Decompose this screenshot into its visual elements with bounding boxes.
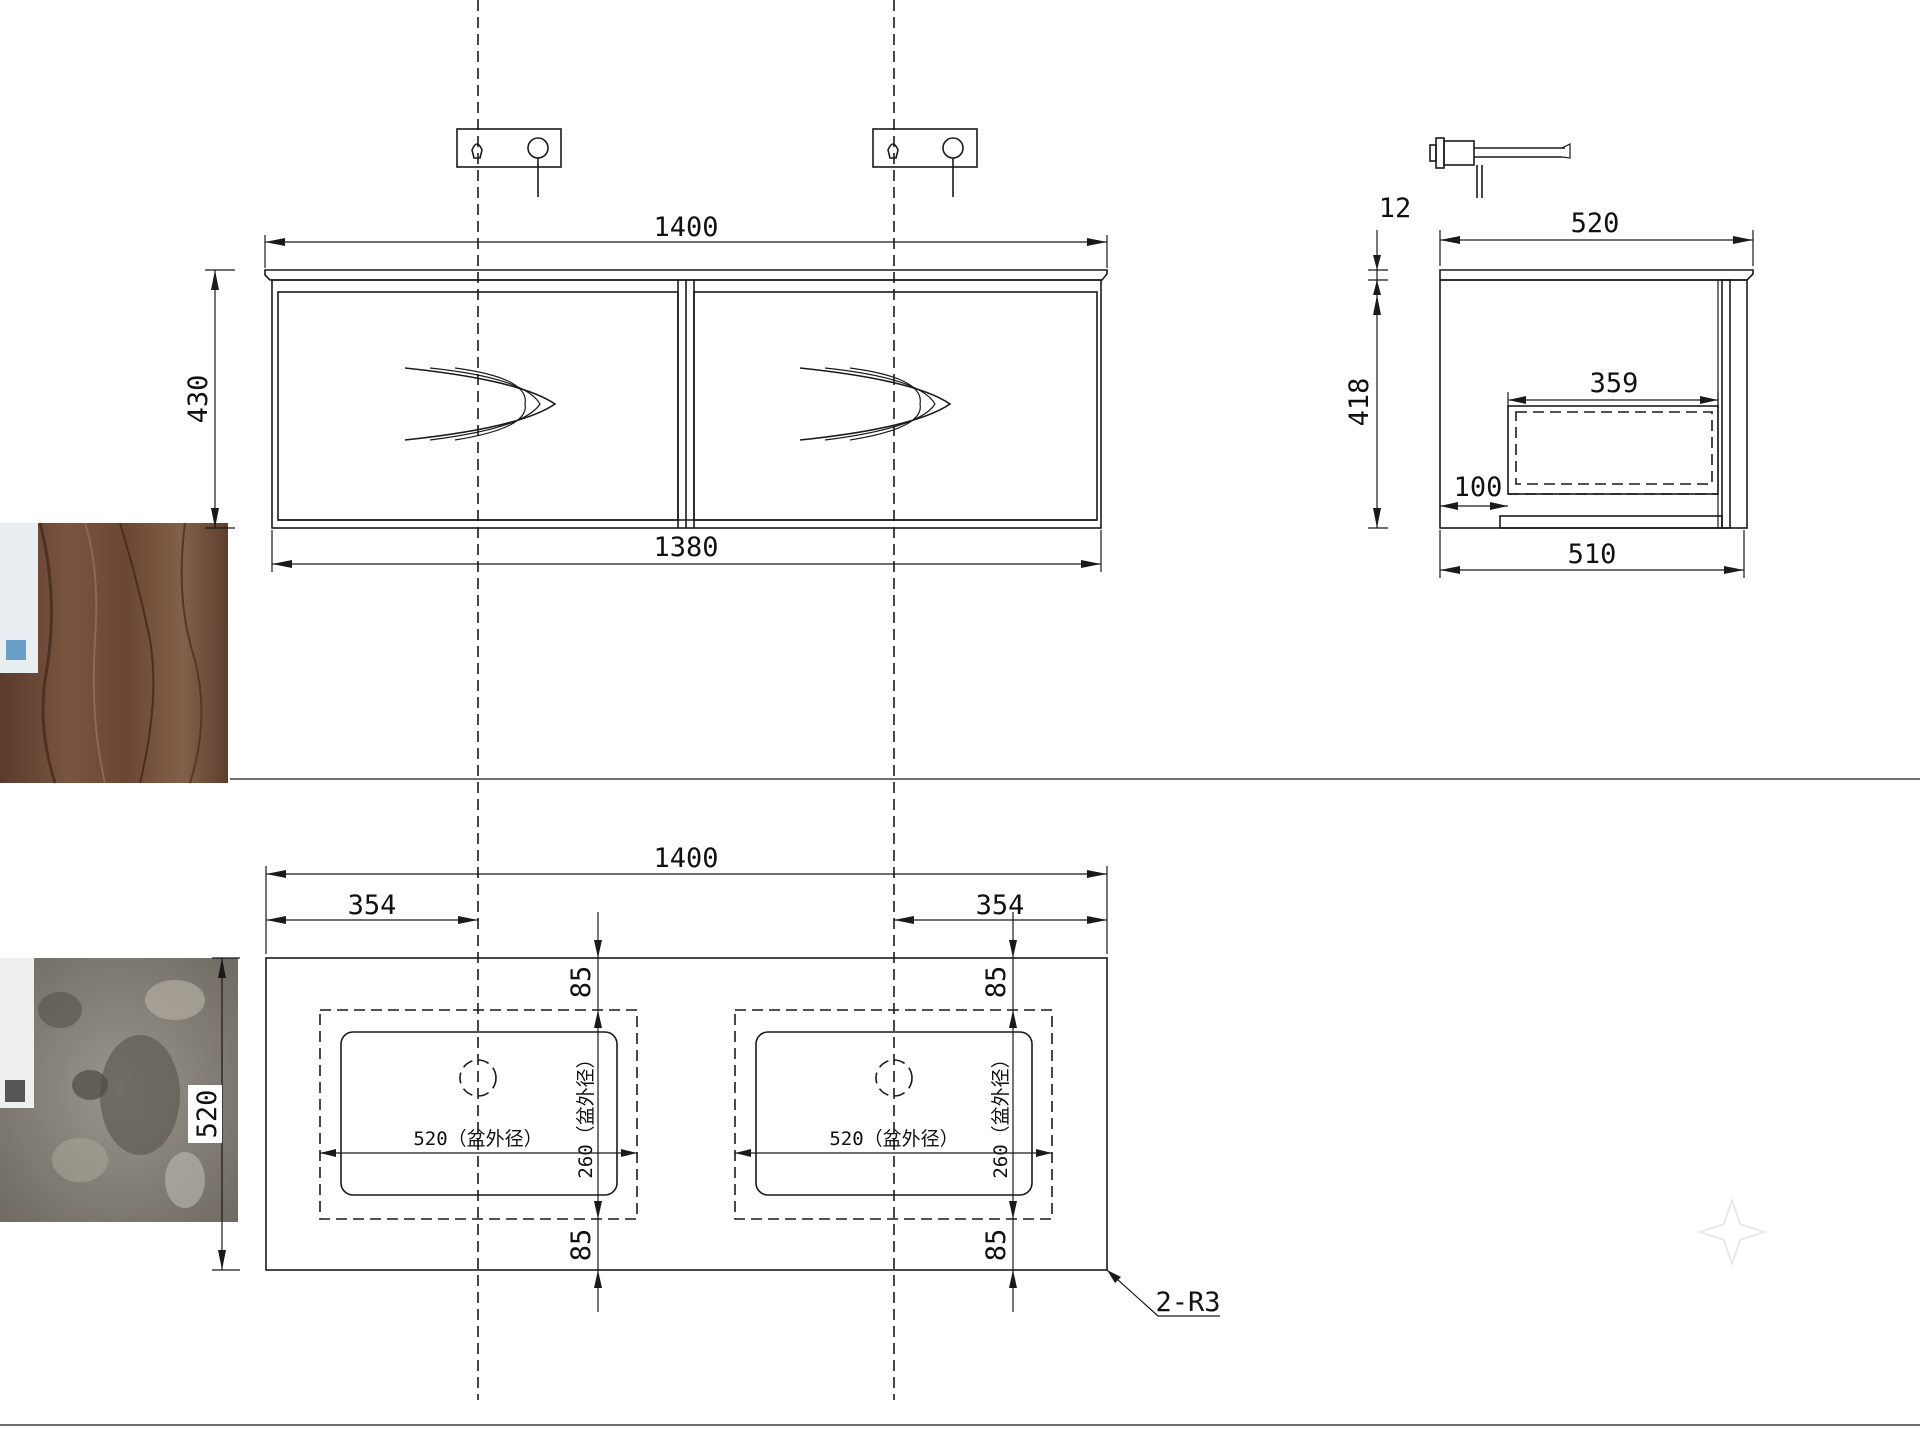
wood-material-swatch [0,522,228,784]
dim-side-height: 418 [1344,280,1388,529]
dim-side-depth-cabinet: 510 [1439,530,1745,578]
dim-plan-margin-left-basin: 85 85 260（盆外径） [566,912,602,1312]
sparkle-icon [1697,1197,1767,1267]
front-height-label: 430 [183,375,214,424]
side-depth-top-label: 520 [1571,208,1620,239]
dim-plan-margin-right-basin: 85 85 260（盆外径） [981,912,1017,1312]
drawer-box-side [1507,405,1719,495]
dim-plan-depth: 520 [188,957,240,1271]
dim-side-top-thickness: 12 [1368,193,1411,295]
dim-plan-width-total: 1400 [265,843,1108,954]
plan-width-total-label: 1400 [653,843,718,874]
faucet-side-profile [1429,137,1571,198]
basin-left [319,1009,638,1220]
side-drawer-inner-label: 359 [1590,368,1639,399]
countertop-front [264,269,1108,281]
drain-right-icon [875,1059,913,1097]
plan-depth-label: 520 [192,1090,223,1139]
front-view: 1400 1380 430 [183,128,1108,572]
dim-basin-left-width: 520（盆外径） [320,1128,637,1157]
plan-offset-right-label: 354 [976,890,1025,921]
dim-front-width-cabinet: 1380 [271,530,1102,572]
countertop-plan-outline [265,957,1108,1271]
plan-margin-bottom-right-label: 85 [981,1229,1012,1262]
dim-front-width-total: 1400 [264,212,1108,268]
plan-margin-top-left-label: 85 [566,966,597,999]
side-view: 12 520 418 359 [1344,137,1754,578]
countertop-side [1439,269,1754,281]
qr-code-icon [6,640,26,660]
front-width-cabinet-label: 1380 [653,532,718,563]
plan-margin-bottom-left-label: 85 [566,1229,597,1262]
qr-code-icon [5,1080,25,1102]
dim-plan-offset-right: 354 [894,890,1107,924]
basin-right-depth-label: 260（盆外径） [990,1049,1012,1178]
basin-right-width-label: 520（盆外径） [829,1128,958,1150]
drawer-open-symbol-left [404,367,557,441]
plan-view: 1400 354 354 520 [188,843,1221,1318]
dim-side-drawer-inner: 359 [1507,368,1719,408]
drawer-right [693,291,1098,521]
front-width-total-label: 1400 [653,212,718,243]
dim-plan-offset-left: 354 [266,890,478,924]
drawer-open-symbol-right [799,367,952,441]
drawer-front-side [1721,279,1731,529]
dim-front-height: 430 [183,269,235,529]
wall-faucet-left [456,128,562,197]
basin-right [734,1009,1053,1220]
plan-margin-top-right-label: 85 [981,966,1012,999]
dim-side-kick-offset: 100 [1440,472,1508,510]
corner-radius-note: 2-R3 [1106,1269,1221,1318]
side-height-label: 418 [1344,378,1375,427]
plan-offset-left-label: 354 [348,890,397,921]
drawer-box-hidden [1515,411,1713,485]
side-kick-offset-label: 100 [1454,472,1503,503]
basin-left-depth-label: 260（盆外径） [575,1049,597,1178]
dim-basin-right-width: 520（盆外径） [735,1128,1052,1157]
basin-left-width-label: 520（盆外径） [413,1128,542,1150]
wall-faucet-right [872,128,978,197]
toe-kick-side [1499,515,1723,529]
drain-left-icon [459,1059,497,1097]
corner-radius-label: 2-R3 [1155,1287,1220,1318]
side-top-thickness-label: 12 [1379,193,1412,224]
dim-side-depth-top: 520 [1439,208,1754,266]
side-depth-cabinet-label: 510 [1568,539,1617,570]
